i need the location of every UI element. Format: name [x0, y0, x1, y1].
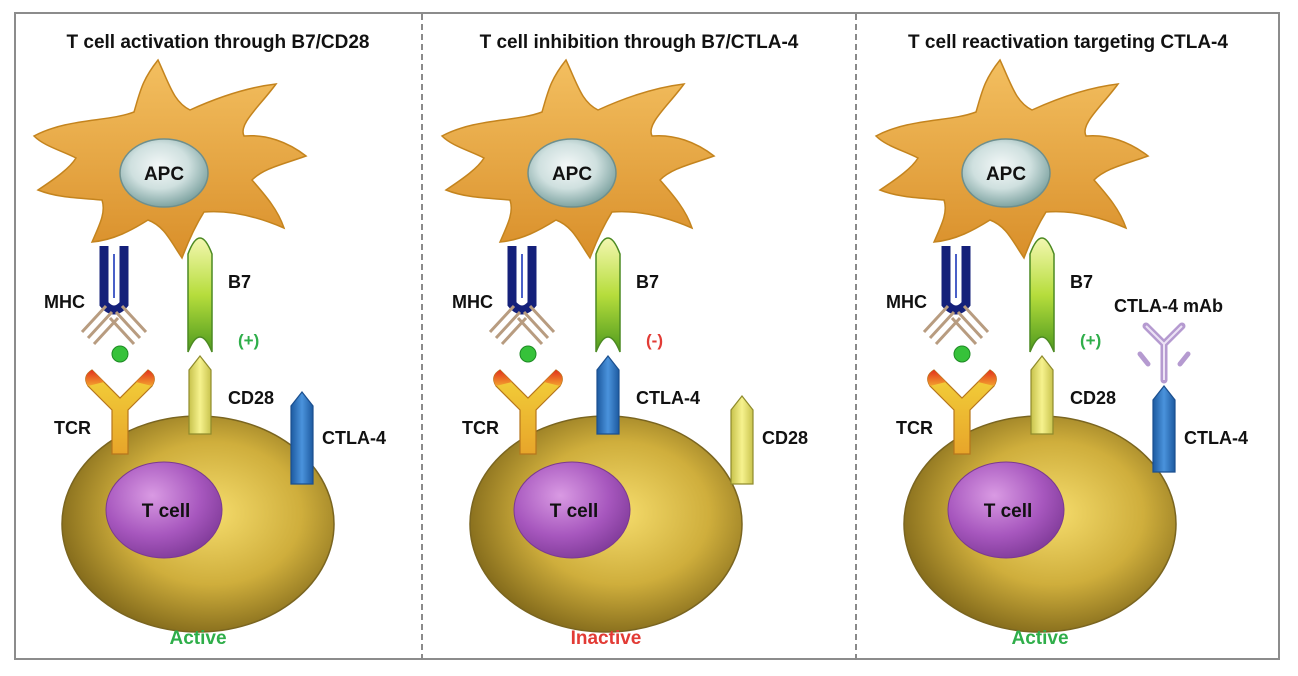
t-cell-nucleus [947, 461, 1065, 559]
antigen [519, 345, 537, 363]
mhc-label: MHC [44, 292, 85, 312]
free-receptor-label: CD28 [762, 428, 808, 448]
cd28-engaged-receptor [188, 355, 212, 435]
b7-label: B7 [228, 272, 251, 292]
b7-ligand [1029, 237, 1055, 353]
ctla4-engaged-receptor [596, 355, 620, 435]
free-receptor-label: CTLA-4 [322, 428, 386, 448]
cd28-engaged-receptor [1030, 355, 1054, 435]
tcr-label: TCR [896, 418, 933, 438]
signal-label: (+) [238, 331, 259, 350]
t-cell-label: T cell [984, 501, 1033, 522]
tcr-receptor [85, 369, 155, 455]
panel-divider-1 [421, 14, 423, 660]
mhc-receptor [80, 246, 148, 346]
tcr-label: TCR [462, 418, 499, 438]
t-cell-nucleus [105, 461, 223, 559]
apc-label: APC [144, 164, 184, 185]
ctla4-free-receptor [290, 391, 314, 485]
apc-label: APC [986, 164, 1026, 185]
engaged-receptor-label: CD28 [1070, 388, 1116, 408]
panel-title: T cell inhibition through B7/CTLA-4 [479, 32, 799, 53]
tcr-label: TCR [54, 418, 91, 438]
free-receptor-label: CTLA-4 [1184, 428, 1248, 448]
signal-label: (-) [646, 331, 663, 350]
engaged-receptor-label: CTLA-4 [636, 388, 700, 408]
antibody-label: CTLA-4 mAb [1114, 296, 1223, 316]
mhc-label: MHC [452, 292, 493, 312]
t-cell-label: T cell [550, 501, 599, 522]
engaged-receptor-label: CD28 [228, 388, 274, 408]
b7-label: B7 [1070, 272, 1093, 292]
tcr-receptor [493, 369, 563, 455]
b7-label: B7 [636, 272, 659, 292]
b7-ligand [187, 237, 213, 353]
status-label: Active [1011, 628, 1069, 649]
apc-nucleus [527, 138, 617, 208]
apc-label: APC [552, 164, 592, 185]
status-label: Inactive [570, 628, 642, 649]
tcr-receptor [927, 369, 997, 455]
t-cell-nucleus [513, 461, 631, 559]
ctla4-free-receptor [1152, 385, 1176, 473]
panel-divider-2 [855, 14, 857, 660]
antigen [111, 345, 129, 363]
apc-nucleus [119, 138, 209, 208]
panel-title: T cell reactivation targeting CTLA-4 [908, 32, 1228, 53]
mhc-receptor [488, 246, 556, 346]
apc-nucleus [961, 138, 1051, 208]
signal-label: (+) [1080, 331, 1101, 350]
t-cell-label: T cell [142, 501, 191, 522]
mhc-label: MHC [886, 292, 927, 312]
ctla4-antibody [1137, 322, 1191, 384]
mhc-receptor [922, 246, 990, 346]
status-label: Active [169, 628, 227, 649]
b7-ligand [595, 237, 621, 353]
cd28-free-receptor [730, 395, 754, 485]
panel-title: T cell activation through B7/CD28 [66, 32, 370, 53]
antigen [953, 345, 971, 363]
